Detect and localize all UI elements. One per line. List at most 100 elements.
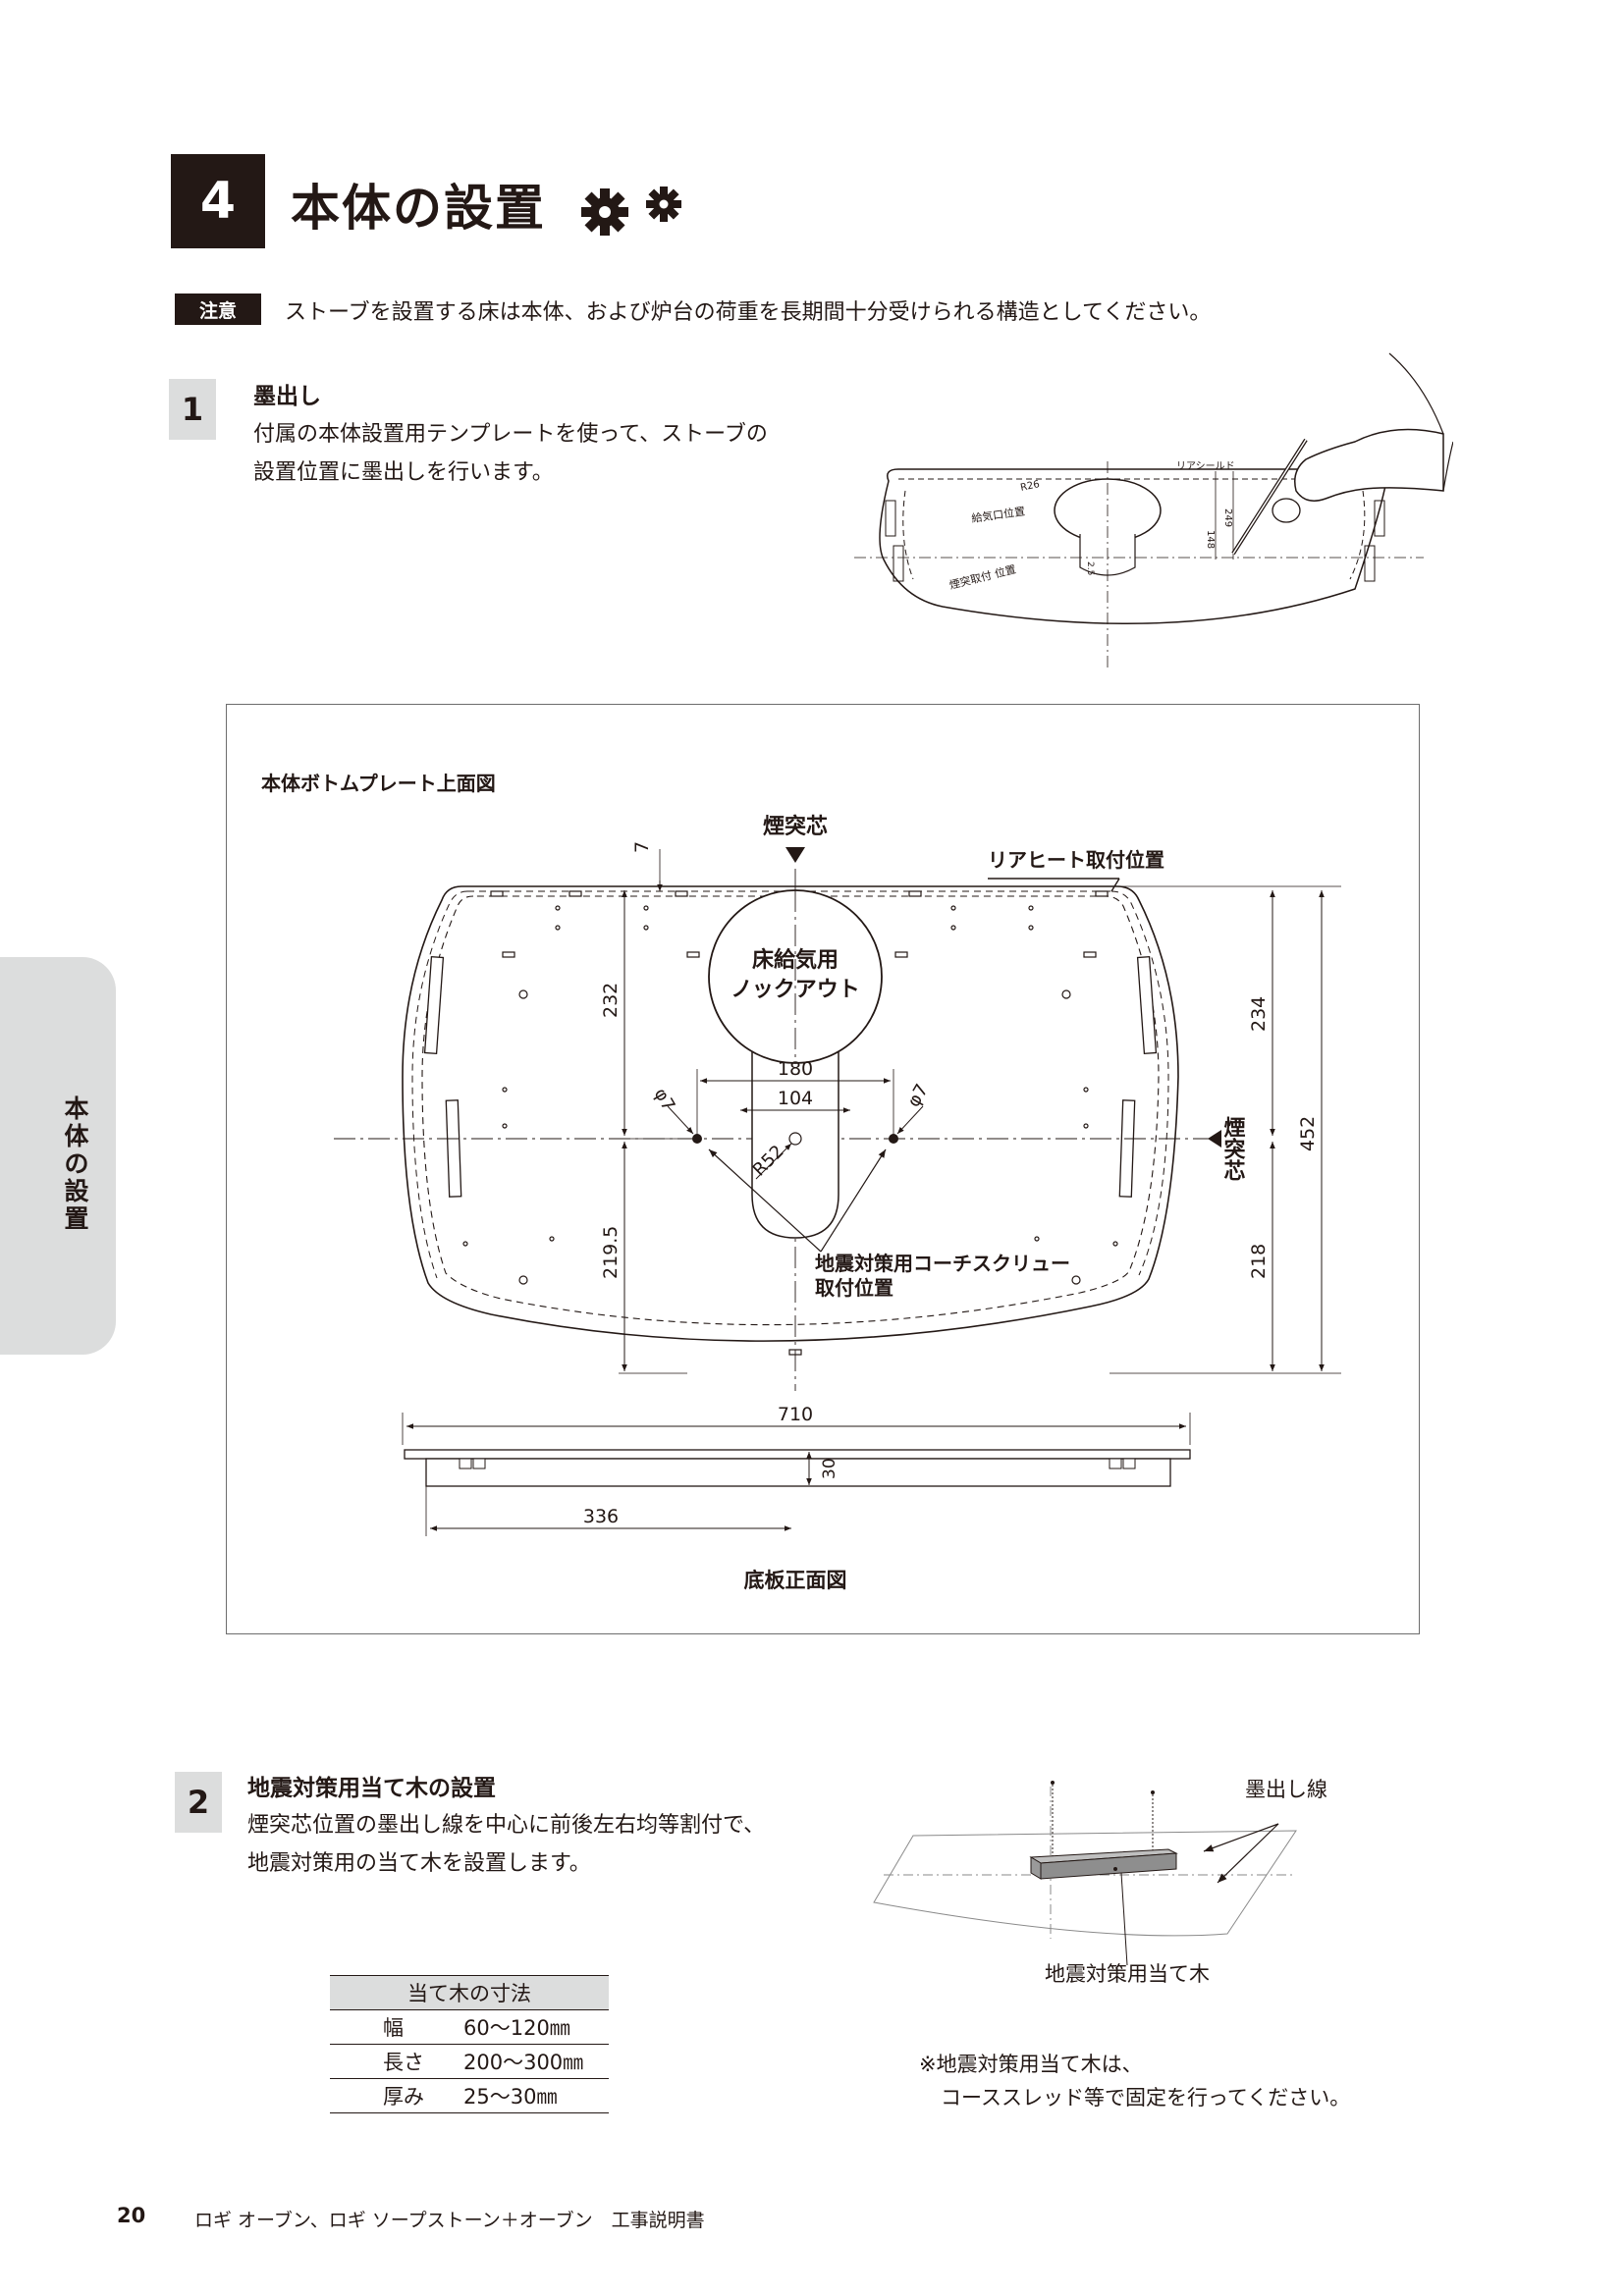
screw-hole xyxy=(1112,1241,1118,1247)
template-label: R26 xyxy=(1019,479,1041,494)
page-number: 20 xyxy=(117,2204,146,2227)
gear-icon xyxy=(581,187,681,236)
slot-mark xyxy=(893,545,904,582)
flue-center-side-label: 煙突芯 xyxy=(1220,1116,1246,1181)
template-label: リアシールド xyxy=(1176,461,1235,472)
bottom-plate-outline xyxy=(402,885,1179,1342)
flue-center-top-label: 煙突芯 xyxy=(763,814,828,839)
step2-body: 煙突芯位置の墨出し線を中心に前後左右均等割付で、 地震対策用の当て木を設置します… xyxy=(247,1806,765,1883)
side-slot xyxy=(423,956,445,1054)
dim-label: 104 xyxy=(778,1088,813,1109)
table-row: 長さ 200〜300㎜ xyxy=(330,2044,609,2079)
wood-illustration: 墨出し線 地震対策用当て木 xyxy=(873,1778,1327,1986)
foot-mark xyxy=(1109,1458,1122,1469)
arm-outline xyxy=(1442,441,1453,492)
inner-dashed-outline xyxy=(1110,890,1169,1276)
screw-hole xyxy=(1083,1123,1089,1129)
dim-label: 452 xyxy=(1297,1116,1319,1151)
coach-screw-label: 取付位置 xyxy=(815,1276,893,1300)
side-dashed-line xyxy=(1349,490,1366,580)
screw-hole xyxy=(950,925,956,931)
screw-hole xyxy=(643,925,649,931)
rear-heat-label: リアヒート取付位置 xyxy=(988,848,1164,872)
side-tab xyxy=(0,957,116,1355)
step1-body-line: 設置位置に墨出しを行います。 xyxy=(253,460,554,485)
screw-point xyxy=(1113,1867,1117,1871)
section-title: 本体の設置 xyxy=(291,180,546,237)
table-row: 厚み 25〜30㎜ xyxy=(330,2078,609,2113)
floor-sheet xyxy=(873,1830,1297,1937)
table-row: 幅 60〜120㎜ xyxy=(330,2009,609,2045)
rear-slot xyxy=(1095,890,1109,897)
foot-mark xyxy=(472,1458,486,1469)
screw-hole xyxy=(1028,925,1034,931)
inner-dashed-outline xyxy=(411,890,468,1279)
wood-dimension-table: 当て木の寸法 幅 60〜120㎜ 長さ 200〜300㎜ 厚み 25〜30㎜ xyxy=(330,1975,609,2113)
arm-outline xyxy=(1388,352,1444,435)
screw-head-icon xyxy=(1051,1781,1055,1785)
rear-slot xyxy=(908,890,922,897)
slot-mark xyxy=(1374,500,1385,537)
table-cell-label: 幅 xyxy=(330,2009,454,2045)
screw-hole xyxy=(555,925,561,931)
wood-block-front xyxy=(1040,1852,1177,1880)
dim-label: 232 xyxy=(600,983,622,1018)
base-body-front xyxy=(425,1458,1171,1487)
step2-title: 地震対策用当て木の設置 xyxy=(247,1776,496,1801)
marking-line-label: 墨出し線 xyxy=(1245,1778,1327,1801)
step2-body-line: 地震対策用の当て木を設置します。 xyxy=(247,1851,591,1876)
rear-slot xyxy=(568,890,582,897)
flue-center-mark xyxy=(788,1132,802,1146)
template-label: 249 xyxy=(1222,508,1233,527)
step1-body: 付属の本体設置用テンプレートを使って、ストーブの 設置位置に墨出しを行います。 xyxy=(253,415,768,492)
screw-hole xyxy=(502,1087,508,1093)
plan-title: 本体ボトムプレート上面図 xyxy=(261,772,496,795)
dim-label: 180 xyxy=(778,1058,813,1080)
wood-note-line: コーススレッド等で固定を行ってください。 xyxy=(941,2086,1351,2109)
template-label: 148 xyxy=(1205,530,1216,549)
dim-label: 7 xyxy=(631,841,653,853)
step1-body-line: 付属の本体設置用テンプレートを使って、ストーブの xyxy=(253,422,768,447)
hand-illustration xyxy=(1294,428,1444,502)
template-illustration: リアシールド R26 給気口位置 煙突取付 位置 148 249 2.5 xyxy=(854,352,1453,667)
triangle-marker-icon xyxy=(1208,1130,1221,1148)
leader-line xyxy=(1110,878,1120,892)
table-cell-value: 25〜30㎜ xyxy=(454,2078,609,2113)
coach-screw-hole xyxy=(889,1134,898,1144)
rear-slot xyxy=(675,890,688,897)
coach-screw-hole xyxy=(692,1134,702,1144)
screw-head-icon xyxy=(1151,1790,1155,1794)
screw-hole xyxy=(1028,905,1034,911)
wood-block-label: 地震対策用当て木 xyxy=(1045,1962,1210,1986)
table-cell-label: 厚み xyxy=(330,2078,454,2113)
slot-mark xyxy=(1364,545,1376,582)
plate-slot xyxy=(1083,951,1097,958)
wood-note-line: ※地震対策用当て木は、 xyxy=(919,2053,1143,2076)
notice-text: ストーブを設置する床は本体、および炉台の荷重を長期間十分受けられる構造としてくだ… xyxy=(285,300,1212,325)
dim-arrow xyxy=(667,1105,694,1135)
side-slot xyxy=(1136,956,1158,1054)
rear-slot xyxy=(490,890,504,897)
dim-label: φ7 xyxy=(650,1085,679,1115)
side-slot xyxy=(1118,1099,1136,1198)
screw-hole xyxy=(950,905,956,911)
dim-label: 219.5 xyxy=(600,1226,622,1279)
plate-slot xyxy=(502,951,515,958)
leader-arrow xyxy=(1217,1823,1279,1884)
screw-hole xyxy=(643,905,649,911)
mount-hole xyxy=(1071,1275,1081,1285)
dim-label: 336 xyxy=(583,1506,619,1527)
leader-line xyxy=(1120,1872,1128,1966)
step1-title: 墨出し xyxy=(253,384,321,409)
step1-number: 1 xyxy=(169,379,216,440)
leader-arrow xyxy=(1203,1823,1279,1852)
diagram-frame xyxy=(226,704,1420,1634)
side-tab-label: 本体の設置 xyxy=(64,1095,89,1233)
notice-badge: 注意 xyxy=(175,294,261,325)
table-cell-value: 200〜300㎜ xyxy=(454,2044,609,2079)
screw-hole xyxy=(1083,1087,1089,1093)
mount-hole xyxy=(518,1275,528,1285)
screw-hole xyxy=(462,1241,468,1247)
step2-number: 2 xyxy=(175,1772,222,1833)
side-slot xyxy=(445,1099,462,1198)
